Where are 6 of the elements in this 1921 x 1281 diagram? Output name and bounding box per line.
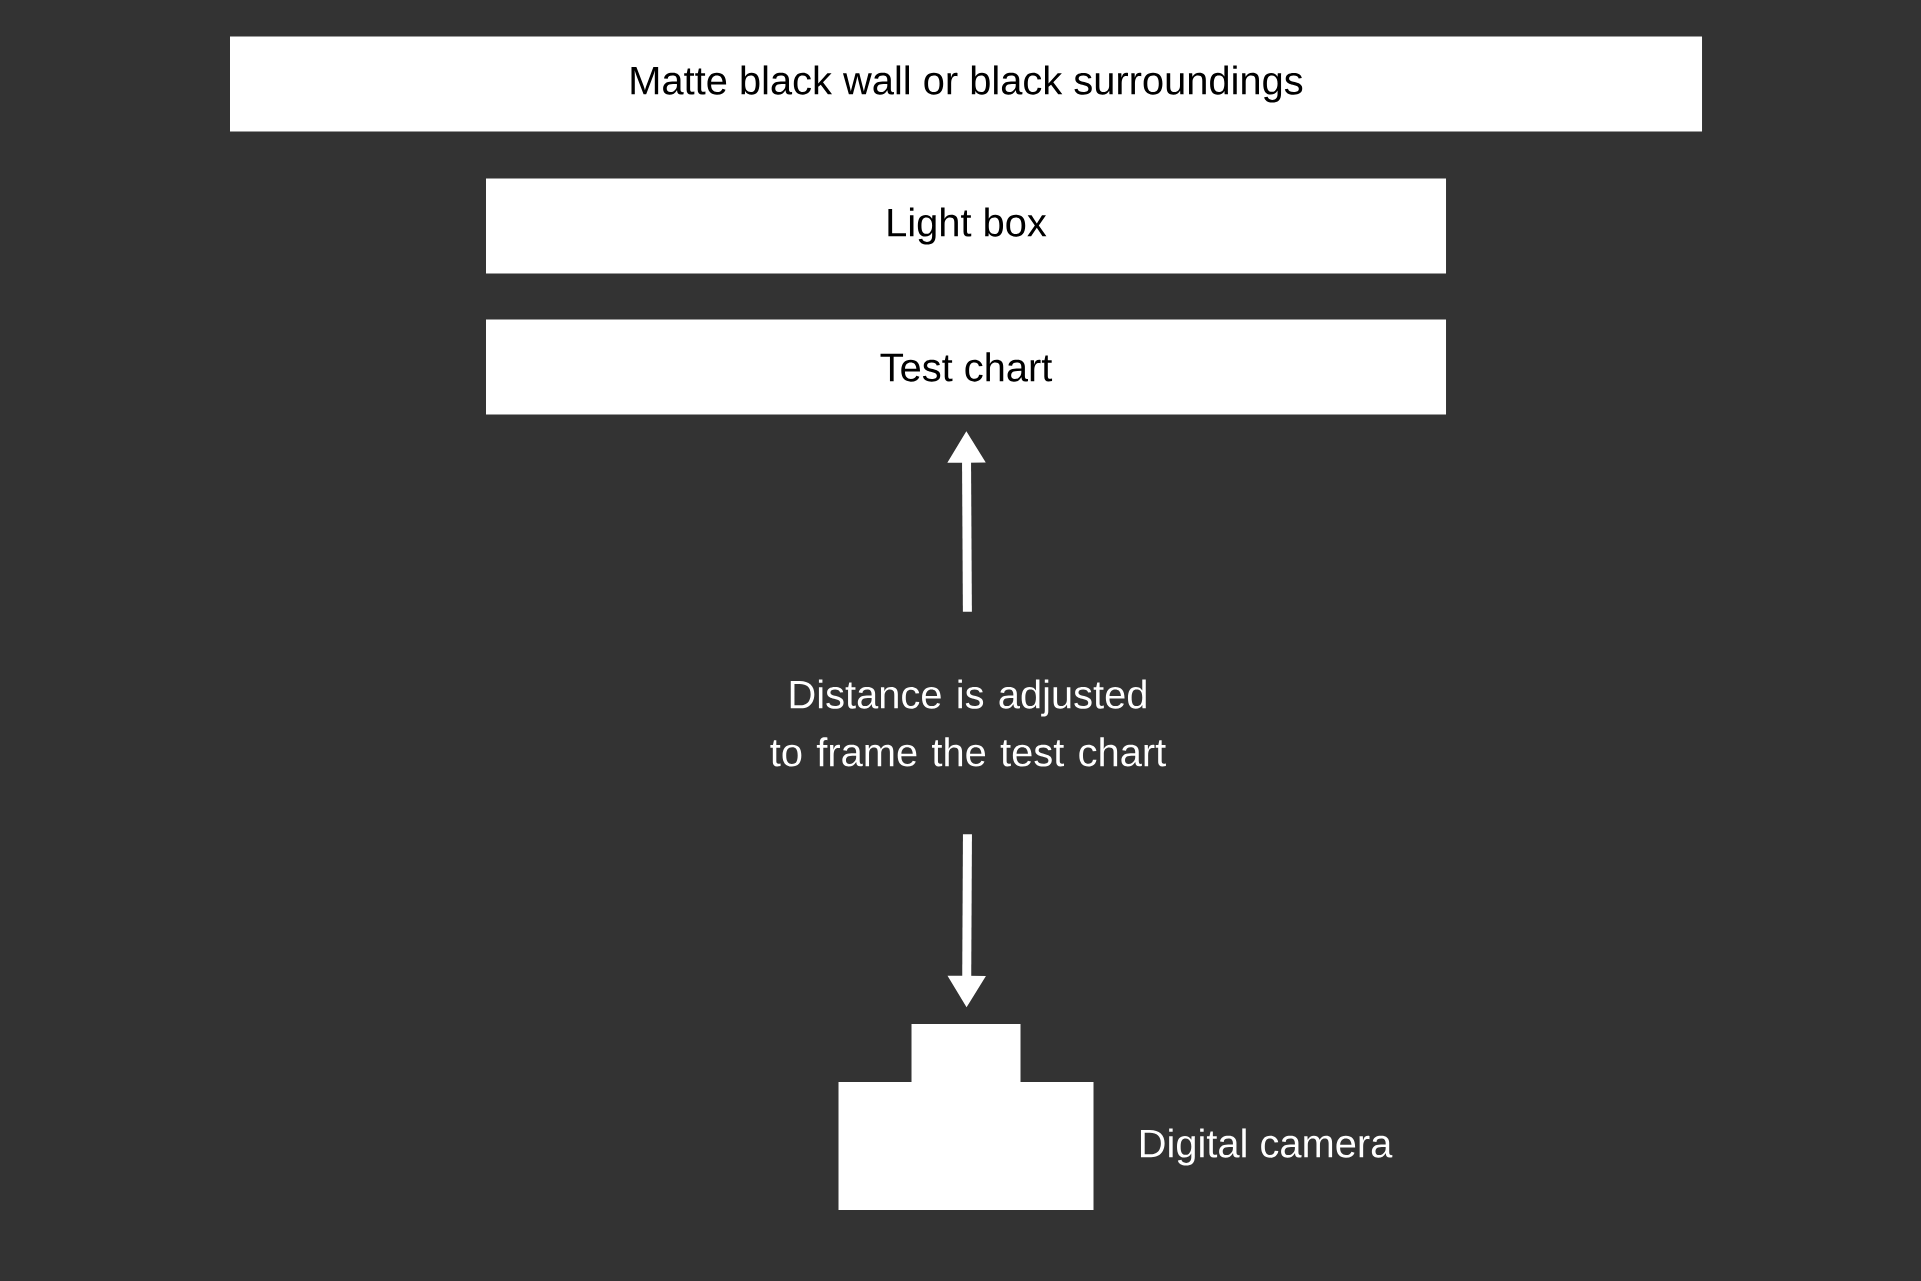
label-box: Test chart — [486, 319, 1446, 415]
label-box: Matte black wall or black surroundings — [230, 36, 1703, 132]
camera-drawing — [838, 1024, 1094, 1210]
label-box: Light box — [486, 178, 1446, 274]
camera-label: Digital camera — [1141, 1128, 1393, 1166]
distance-note: Distance is adjusted to frame the test chart — [770, 679, 1166, 767]
